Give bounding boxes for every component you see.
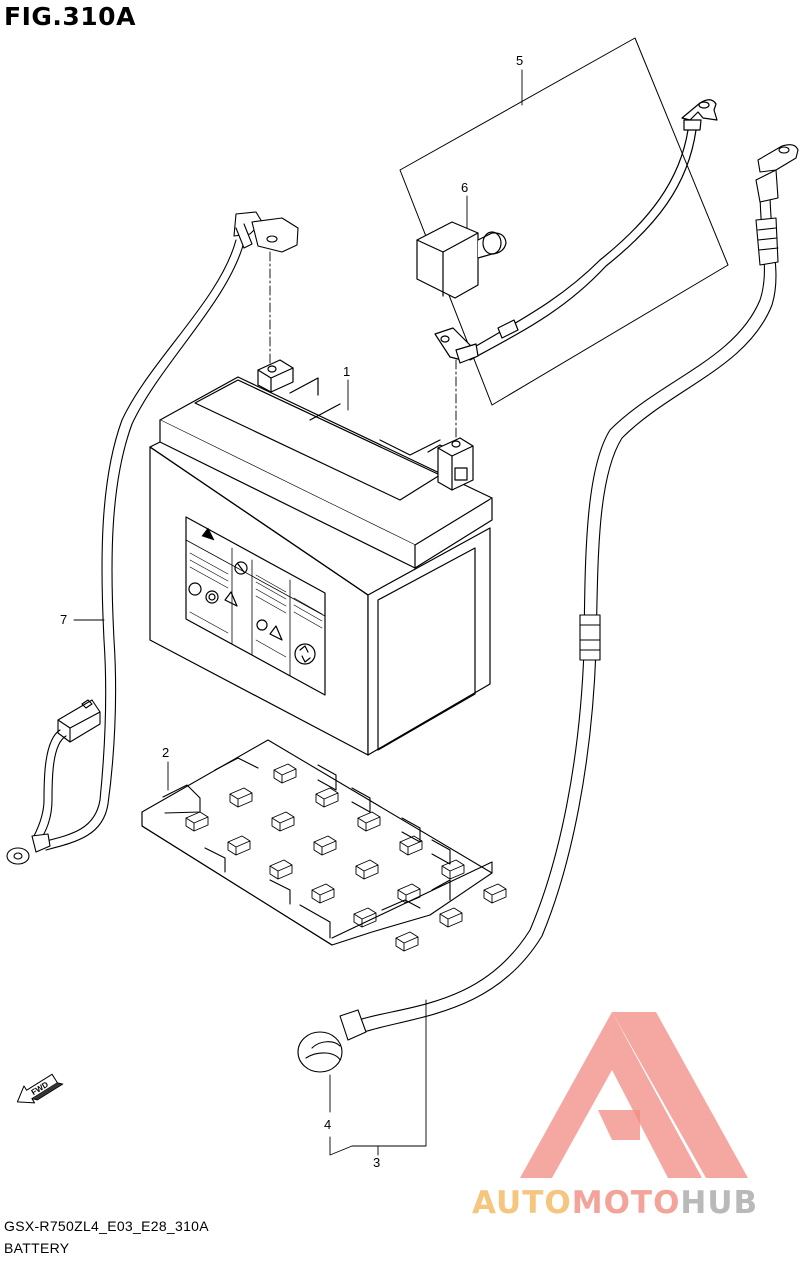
tray-slot	[395, 931, 419, 952]
callout-5: 5	[516, 53, 524, 68]
tray-slot	[273, 763, 297, 784]
terminal-cover-part-6	[416, 221, 507, 299]
tray-slot	[397, 883, 421, 904]
tray-slot	[229, 787, 253, 808]
callout-7: 7	[60, 612, 68, 627]
long-cable-part-3	[297, 144, 799, 1073]
tray-slot	[353, 907, 377, 928]
model-code: GSX-R750ZL4_E03_E28_310A	[4, 1218, 209, 1234]
callout-6: 6	[461, 180, 469, 195]
section-name: BATTERY	[4, 1240, 70, 1256]
tray-slot	[313, 835, 337, 856]
forward-arrow-icon: FWD	[16, 1073, 64, 1104]
callout-4: 4	[324, 1117, 332, 1132]
callout-2: 2	[162, 745, 170, 760]
tray-slot	[311, 883, 335, 904]
watermark-part-moto: MOTO	[571, 1185, 681, 1221]
tray-slot	[269, 859, 293, 880]
tray-slot	[357, 811, 381, 832]
tray-slot	[441, 859, 465, 880]
callout-3: 3	[373, 1155, 381, 1170]
callout-leader-lines	[73, 69, 523, 1156]
figure-title: FIG.310A	[4, 2, 136, 31]
automotohub-logo-icon	[520, 1012, 748, 1178]
callout-1: 1	[343, 364, 351, 379]
tray-slot	[315, 787, 339, 808]
watermark-part-hub: HUB	[680, 1185, 759, 1221]
tray-slot	[271, 811, 295, 832]
positive-cable	[434, 99, 718, 364]
tray-slot	[439, 907, 463, 928]
automotohub-watermark: AUTOMOTOHUB	[472, 1185, 758, 1221]
negative-cable-part-7	[6, 211, 299, 865]
tray-slot	[227, 835, 251, 856]
battery-tray-part-2	[141, 739, 493, 946]
tray-slot-grid	[185, 763, 507, 952]
battery-part-1	[149, 359, 493, 756]
tray-slot	[483, 883, 507, 904]
assembly-guide-lines	[269, 251, 457, 441]
part-5-kit-frame	[399, 37, 729, 406]
watermark-part-auto: AUTO	[472, 1185, 572, 1221]
tray-slot	[185, 811, 209, 832]
tray-slot	[399, 835, 423, 856]
tray-slot	[355, 859, 379, 880]
